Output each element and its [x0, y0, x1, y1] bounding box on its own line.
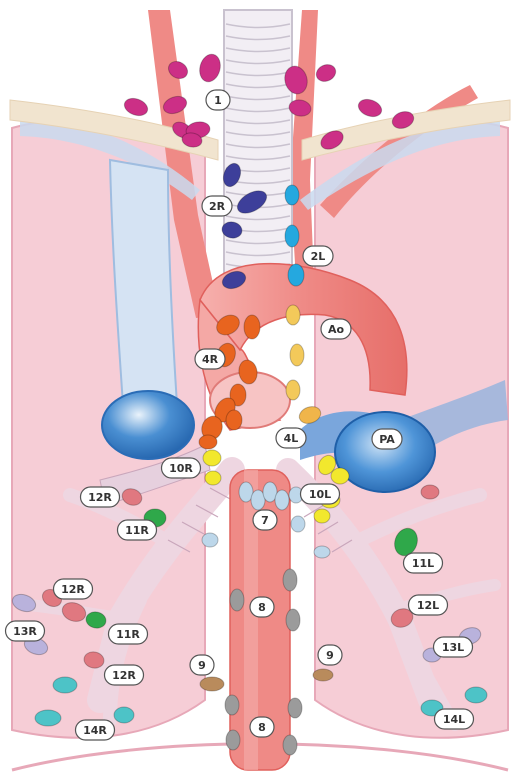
station-label-text: 12L	[417, 599, 439, 612]
station-label-11l: 11L	[404, 553, 443, 573]
station-label-text: 14L	[443, 713, 465, 726]
lymph-node-8	[225, 695, 239, 715]
station-label-11r_upper: 11R	[118, 520, 157, 540]
station-label-text: 8	[258, 721, 266, 734]
lymph-node-10	[331, 468, 349, 484]
station-label-10r: 10R	[162, 458, 201, 478]
station-label-2l: 2L	[303, 246, 333, 266]
lymph-node-10	[203, 450, 221, 466]
lymph-node-2L	[285, 185, 299, 205]
lymph-node-8	[288, 698, 302, 718]
lymph-node-14	[114, 707, 134, 723]
pulmonary-artery-ring	[335, 412, 435, 492]
lymph-node-10	[205, 471, 221, 485]
station-label-12r_lower: 12R	[105, 665, 144, 685]
lymph-node-14	[53, 677, 77, 693]
station-label-text: 4L	[284, 432, 299, 445]
lymph-node-12	[421, 485, 439, 499]
station-label-12r_upper: 12R	[81, 487, 120, 507]
lymph-node-7	[202, 533, 218, 547]
lymph-node-1	[122, 95, 150, 118]
station-label-8_upper: 8	[250, 597, 274, 617]
station-label-text: 4R	[202, 353, 219, 366]
station-label-text: 13R	[13, 625, 37, 638]
lymph-node-7	[314, 546, 330, 558]
station-label-text: 2L	[311, 250, 326, 263]
station-label-pa: PA	[372, 429, 402, 449]
station-label-text: 10R	[169, 462, 193, 475]
station-label-12l: 12L	[409, 595, 448, 615]
station-label-8_lower: 8	[250, 717, 274, 737]
station-label-4l: 4L	[276, 428, 306, 448]
lymph-node-5-6	[286, 305, 300, 325]
lymph-node-7	[275, 490, 289, 510]
station-label-text: 2R	[209, 200, 226, 213]
lymph-node-8	[226, 730, 240, 750]
lymph-node-2L	[285, 225, 299, 247]
station-label-text: 12R	[112, 669, 136, 682]
lymph-node-5-6	[290, 344, 304, 366]
station-label-text: 10L	[309, 488, 331, 501]
station-label-12r_mid: 12R	[54, 579, 93, 599]
station-label-9_left: 9	[190, 655, 214, 675]
lymph-node-9	[313, 669, 333, 681]
lymph-node-4R	[244, 315, 260, 339]
station-label-text: 14R	[83, 724, 107, 737]
station-label-13r: 13R	[6, 621, 45, 641]
station-label-text: 9	[326, 649, 334, 662]
station-label-7: 7	[253, 510, 277, 530]
lymph-node-1	[356, 96, 384, 119]
lymph-node-14	[35, 710, 61, 726]
lymph-node-2L	[288, 264, 304, 286]
lymph-node-10	[314, 509, 330, 523]
station-label-text: Ao	[328, 323, 345, 336]
lymph-node-14	[465, 687, 487, 703]
station-label-text: 8	[258, 601, 266, 614]
lymph-node-4R	[199, 435, 217, 449]
station-label-text: 12R	[88, 491, 112, 504]
station-label-13l: 13L	[434, 637, 473, 657]
lymph-node-1	[197, 52, 224, 84]
station-label-9_right: 9	[318, 645, 342, 665]
station-label-text: 11R	[125, 524, 149, 537]
station-label-14l: 14L	[435, 709, 474, 729]
station-label-1: 1	[206, 90, 230, 110]
station-label-11r_lower: 11R	[109, 624, 148, 644]
station-label-14r: 14R	[76, 720, 115, 740]
lymph-node-8	[230, 589, 244, 611]
station-label-10l: 10L	[301, 484, 340, 504]
station-label-text: PA	[379, 433, 395, 446]
lymph-node-1	[314, 62, 339, 85]
lymph-node-8	[283, 569, 297, 591]
station-label-text: 1	[214, 94, 222, 107]
station-label-text: 9	[198, 659, 206, 672]
station-label-4r: 4R	[195, 349, 225, 369]
lymph-node-7	[291, 516, 305, 532]
lymph-node-8	[283, 735, 297, 755]
lymph-node-4R	[226, 410, 242, 430]
station-label-text: 13L	[442, 641, 464, 654]
station-label-text: 11L	[412, 557, 434, 570]
station-label-text: 12R	[61, 583, 85, 596]
station-label-2r: 2R	[202, 196, 232, 216]
lymph-node-9	[200, 677, 224, 691]
lymph-node-5-6	[286, 380, 300, 400]
station-label-ao: Ao	[321, 319, 351, 339]
station-label-text: 11R	[116, 628, 140, 641]
station-label-text: 7	[261, 514, 269, 527]
lymph-node-8	[286, 609, 300, 631]
